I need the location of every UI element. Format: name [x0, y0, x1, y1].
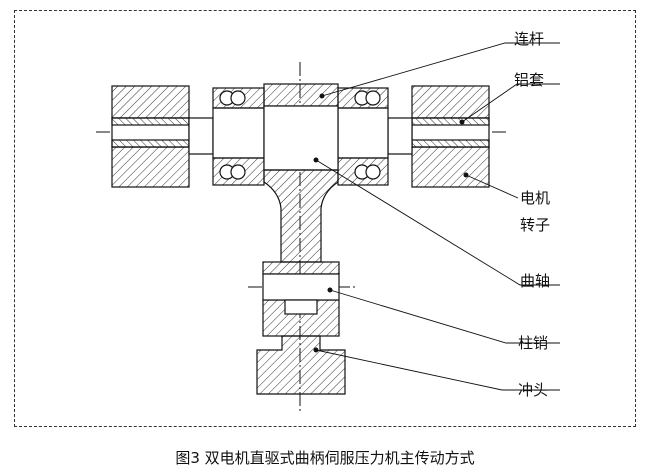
label-aluminum-sleeve: 铝套: [514, 71, 545, 89]
leader-dots: [313, 93, 469, 353]
connecting-rod: [263, 83, 339, 263]
label-crankshaft: 曲轴: [520, 272, 551, 290]
punch: [256, 335, 346, 395]
label-motor-rotor-line2: 转子: [520, 216, 551, 234]
pin-block: [262, 261, 340, 337]
diagram-frame: [14, 10, 636, 427]
left-rotor: [111, 85, 190, 188]
label-punch: 冲头: [518, 381, 549, 399]
label-connecting-rod: 连杆: [514, 30, 545, 48]
figure-caption: 图3 双电机直驱式曲柄伺服压力机主传动方式: [175, 449, 475, 467]
leader-lines: [315, 42, 560, 391]
right-rotor: [411, 85, 490, 188]
label-pin: 柱销: [518, 334, 549, 352]
label-motor-rotor-line1: 电机: [520, 189, 551, 207]
left-bearing: [212, 87, 265, 186]
right-bearing: [337, 87, 389, 186]
shaft: [188, 107, 413, 159]
